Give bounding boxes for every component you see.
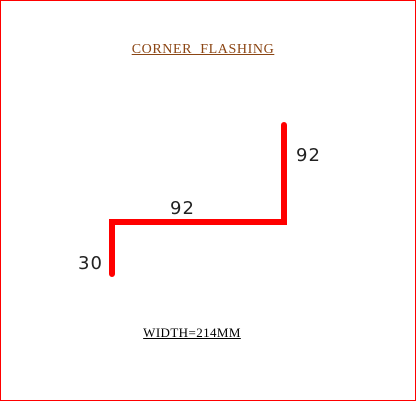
dimension-middle-leg: 92 — [170, 198, 195, 219]
flashing-profile-line — [109, 122, 287, 277]
drawing-title: CORNER FLASHING — [131, 42, 275, 57]
width-label: WIDTH=214MM — [143, 325, 241, 340]
dimension-bottom-leg: 30 — [78, 253, 103, 274]
dimension-top-leg: 92 — [296, 145, 321, 166]
